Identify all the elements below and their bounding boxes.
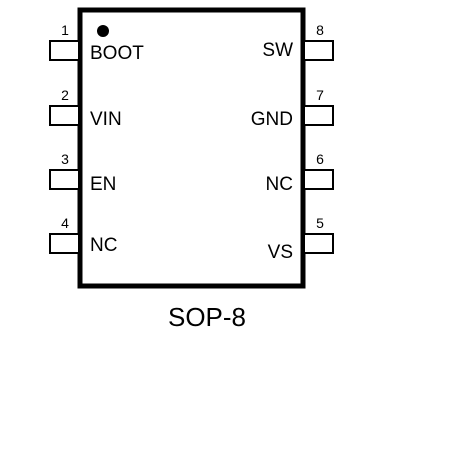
pin-lead-5 <box>303 233 334 254</box>
pin-number-3: 3 <box>61 151 69 167</box>
pin-lead-8 <box>303 40 334 61</box>
pin-name-boot: BOOT <box>90 43 144 64</box>
pin-number-5: 5 <box>316 215 324 231</box>
pin-lead-3 <box>49 169 80 190</box>
pin-name-vs: VS <box>268 242 293 263</box>
pin-number-7: 7 <box>316 87 324 103</box>
pin-lead-4 <box>49 233 80 254</box>
pin1-indicator-dot <box>97 25 109 37</box>
pin-number-8: 8 <box>316 22 324 38</box>
pin-lead-7 <box>303 105 334 126</box>
package-label: SOP-8 <box>168 302 246 332</box>
pin-number-4: 4 <box>61 215 69 231</box>
pin-lead-1 <box>49 40 80 61</box>
pin-name-vin: VIN <box>90 109 122 130</box>
pin-number-2: 2 <box>61 87 69 103</box>
pin-name-en: EN <box>90 174 116 195</box>
pin-lead-6 <box>303 169 334 190</box>
pin-number-6: 6 <box>316 151 324 167</box>
pin-number-1: 1 <box>61 22 69 38</box>
chip-body <box>77 7 306 289</box>
pin-name-nc-right: NC <box>266 174 293 195</box>
pin-lead-2 <box>49 105 80 126</box>
pin-name-gnd: GND <box>251 109 293 130</box>
pin-name-nc-left: NC <box>90 235 117 256</box>
pin-name-sw: SW <box>262 40 293 61</box>
